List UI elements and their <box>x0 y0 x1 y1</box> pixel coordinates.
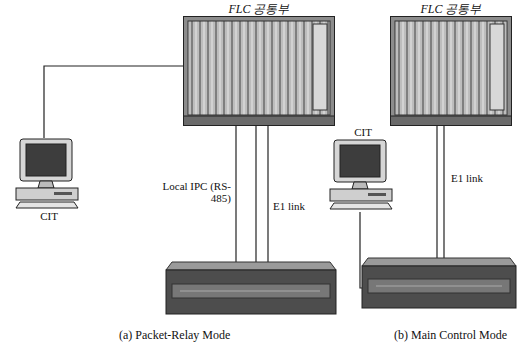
unit-heading: FLC 공통부 <box>183 2 335 16</box>
panel-caption: (b) Main Control Mode <box>393 328 508 342</box>
link-label: E1 link <box>450 172 484 184</box>
rack-unit: FLC 공통부 <box>183 2 335 126</box>
panel-caption: (a) Packet-Relay Mode <box>118 328 231 342</box>
link-label: E1 link <box>272 200 306 212</box>
terminal-computer: CIT <box>328 126 398 211</box>
terminal-computer: CIT <box>14 138 84 223</box>
computer-drawing <box>328 139 394 211</box>
rack-unit: FLC 공통부 <box>390 2 512 126</box>
link-label: Local IPC (RS-485) <box>150 180 232 204</box>
terminal-label: CIT <box>14 210 84 223</box>
rack-drawing <box>183 16 335 126</box>
serial-link <box>44 66 183 138</box>
rack-drawing <box>390 16 512 126</box>
computer-drawing <box>14 138 80 210</box>
terminal-label: CIT <box>328 126 398 139</box>
unit-heading: FLC 공통부 <box>390 2 512 16</box>
